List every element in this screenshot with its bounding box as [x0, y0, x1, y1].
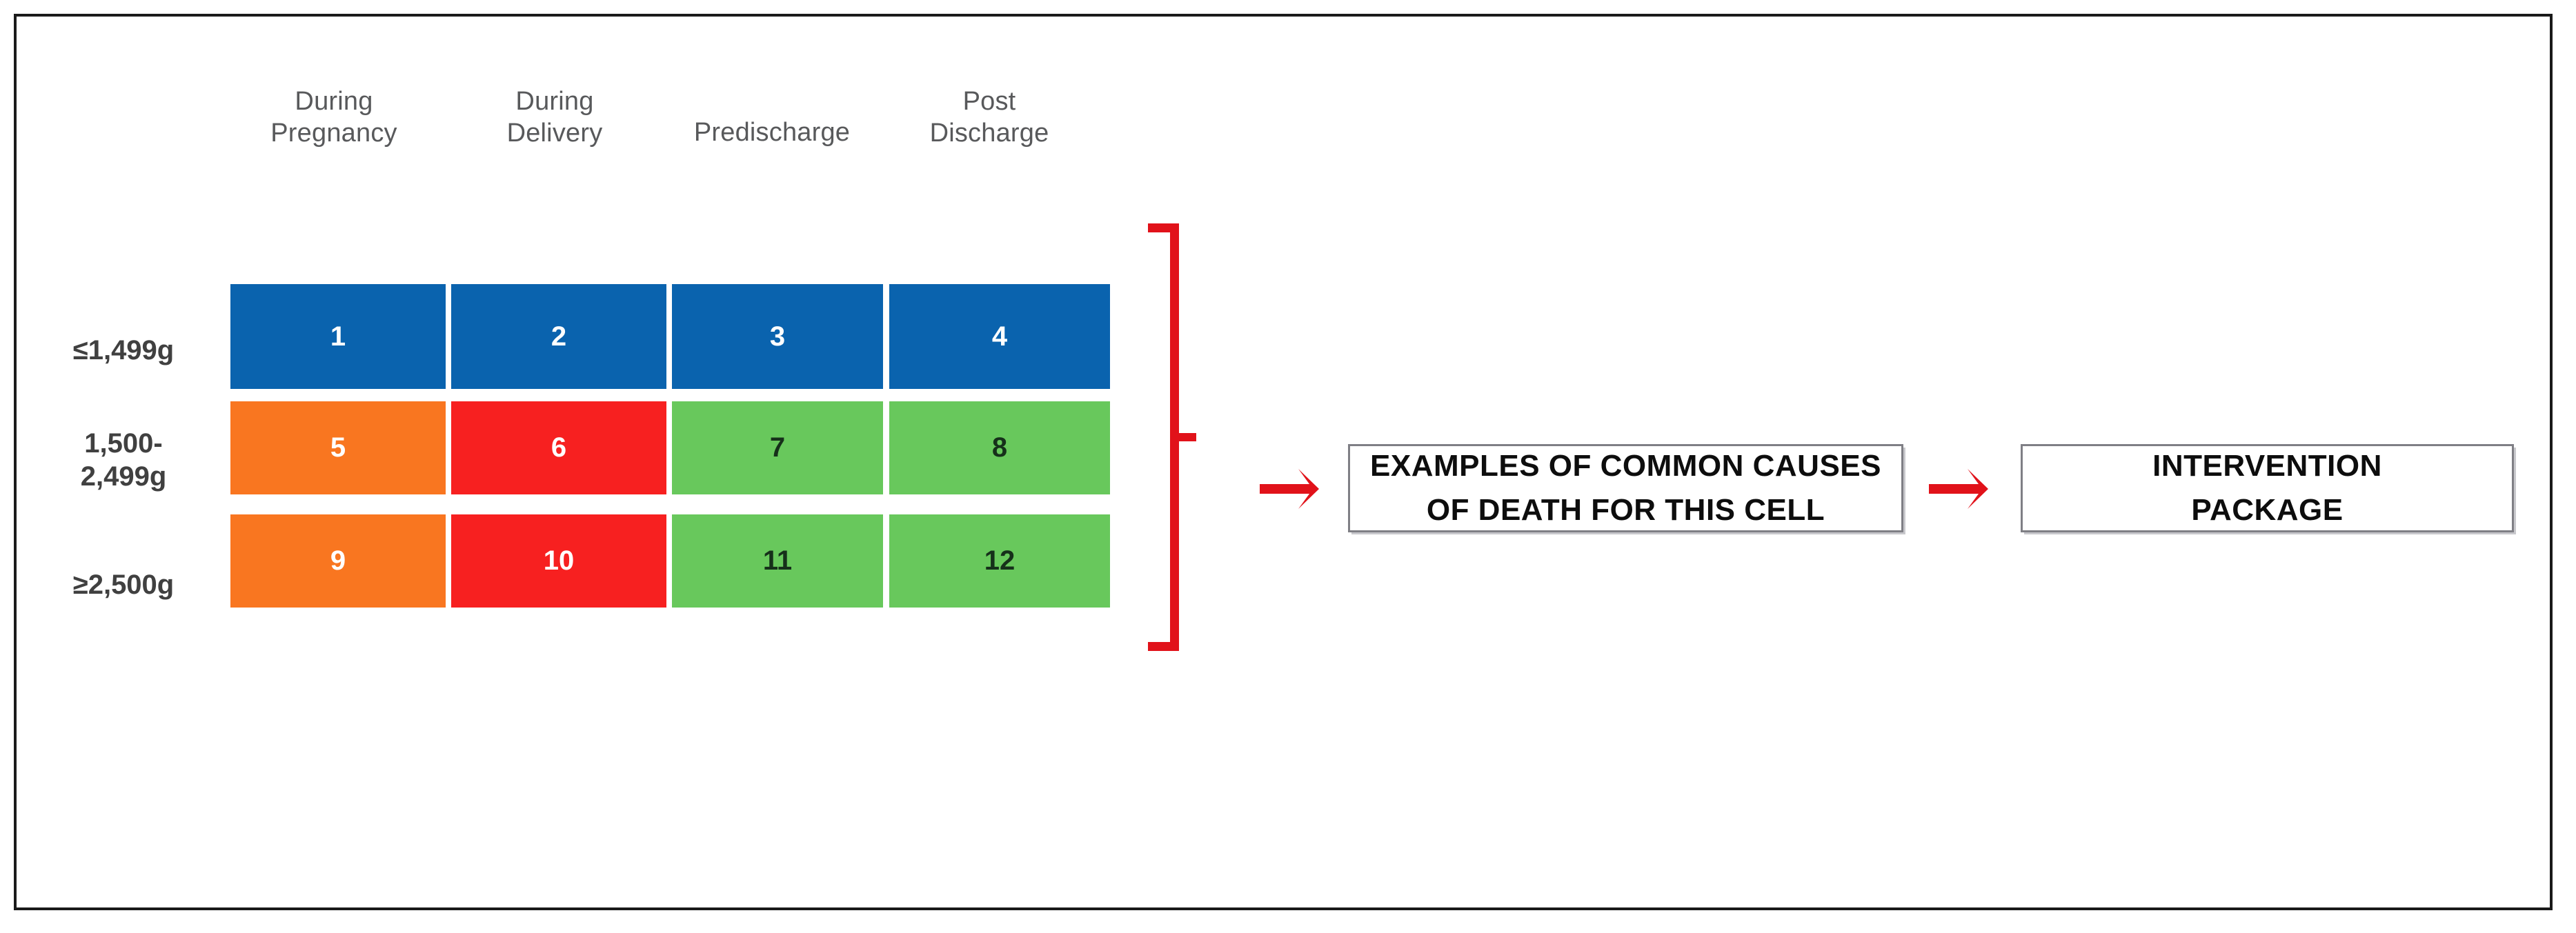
matrix-cell-2[interactable]: 2	[451, 284, 666, 389]
matrix-cell-9[interactable]: 9	[230, 514, 446, 608]
red-grouping-bracket	[1148, 223, 1224, 651]
matrix-cell-12[interactable]: 12	[889, 514, 1110, 608]
column-header-during-pregnancy: During Pregnancy	[270, 87, 397, 148]
matrix-cell-7[interactable]: 7	[672, 401, 883, 494]
row-label-1499g: ≤1,499g	[72, 335, 175, 365]
intervention-package-box[interactable]: INTERVENTION PACKAGE	[2021, 444, 2514, 532]
figure-frame: During Pregnancy During Delivery Predisc…	[14, 14, 2553, 910]
arrow-right-icon-1	[1258, 458, 1341, 520]
matrix-cell-4[interactable]: 4	[889, 284, 1110, 389]
matrix-cell-1[interactable]: 1	[230, 284, 446, 389]
column-header-post-discharge: Post Discharge	[929, 87, 1049, 148]
examples-causes-of-death-box[interactable]: EXAMPLES OF COMMON CAUSES OF DEATH FOR T…	[1348, 444, 1903, 532]
column-header-during-delivery: During Delivery	[506, 87, 603, 148]
matrix-cell-5[interactable]: 5	[230, 401, 446, 494]
matrix-cell-8[interactable]: 8	[889, 401, 1110, 494]
row-label-1500-2499g: 1,500- 2,499g	[80, 428, 167, 492]
matrix-cell-10[interactable]: 10	[451, 514, 666, 608]
arrow-right-icon-2	[1928, 458, 2010, 520]
intervention-package-label: INTERVENTION PACKAGE	[2152, 449, 2382, 527]
bracket-bottom-tick	[1148, 642, 1178, 651]
matrix-cell-3[interactable]: 3	[672, 284, 883, 389]
column-header-predischarge: Predischarge	[693, 118, 851, 147]
examples-causes-of-death-label: EXAMPLES OF COMMON CAUSES OF DEATH FOR T…	[1370, 449, 1881, 527]
row-label-2500g: ≥2,500g	[72, 570, 175, 600]
bracket-middle-tick	[1170, 433, 1196, 441]
matrix-cell-6[interactable]: 6	[451, 401, 666, 494]
matrix-cell-11[interactable]: 11	[672, 514, 883, 608]
